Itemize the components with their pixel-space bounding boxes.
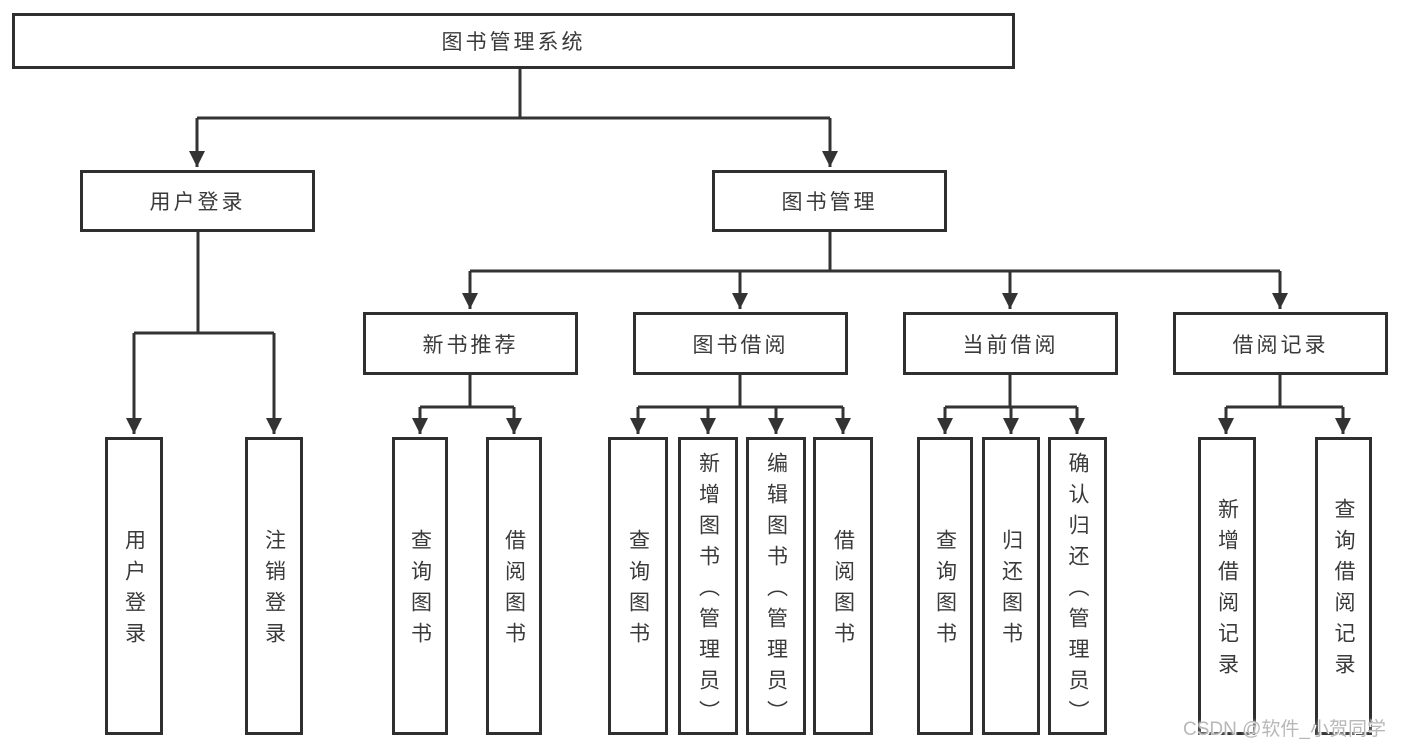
leaf-br-add-record: 新增借阅记录: [1198, 437, 1256, 735]
node-user-login: 用户登录: [80, 170, 315, 232]
leaf-bb-add-books-admin-label: 新增图书（管理员）: [696, 451, 720, 731]
leaf-cb-query-books-label: 查询图书: [933, 529, 957, 653]
node-book-management-label: 图书管理: [781, 191, 878, 214]
node-user-login-label: 用户登录: [149, 191, 246, 214]
leaf-br-add-record-label: 新增借阅记录: [1215, 498, 1239, 684]
leaf-nb-query-books-label: 查询图书: [408, 529, 432, 653]
node-book-management: 图书管理: [712, 170, 947, 232]
leaf-cb-query-books: 查询图书: [917, 437, 973, 735]
node-new-book-recommend-label: 新书推荐: [422, 333, 519, 357]
leaf-bb-query-books-label: 查询图书: [626, 529, 650, 653]
node-borrow-records: 借阅记录: [1173, 312, 1388, 375]
node-new-book-recommend: 新书推荐: [363, 312, 578, 375]
leaf-bb-borrow-books-label: 借阅图书: [831, 529, 855, 653]
leaf-cb-return-books: 归还图书: [982, 437, 1040, 735]
leaf-cb-confirm-return-admin-label: 确认归还（管理员）: [1066, 451, 1089, 731]
leaf-logout: 注销登录: [245, 437, 303, 735]
leaf-bb-query-books: 查询图书: [608, 437, 668, 735]
node-borrow-records-label: 借阅记录: [1232, 333, 1329, 357]
leaf-bb-edit-books-admin-label: 编辑图书（管理员）: [764, 451, 788, 731]
leaf-nb-borrow-books: 借阅图书: [486, 437, 542, 735]
leaf-br-query-record-label: 查询借阅记录: [1332, 498, 1355, 684]
leaf-bb-borrow-books: 借阅图书: [813, 437, 873, 735]
node-root-label: 图书管理系统: [441, 31, 586, 54]
leaf-cb-return-books-label: 归还图书: [999, 529, 1023, 653]
leaf-nb-borrow-books-label: 借阅图书: [502, 529, 526, 653]
node-book-borrow-label: 图书借阅: [692, 333, 789, 357]
leaf-bb-edit-books-admin: 编辑图书（管理员）: [746, 437, 806, 735]
leaf-nb-query-books: 查询图书: [392, 437, 448, 735]
leaf-br-query-record: 查询借阅记录: [1315, 437, 1372, 735]
leaf-user-login-label: 用户登录: [122, 529, 146, 653]
csdn-watermark: CSDN @软件_小贺同学: [1183, 719, 1386, 740]
leaf-logout-label: 注销登录: [262, 529, 286, 653]
node-current-borrow: 当前借阅: [903, 312, 1118, 375]
node-root: 图书管理系统: [12, 13, 1015, 69]
leaf-bb-add-books-admin: 新增图书（管理员）: [678, 437, 738, 735]
leaf-user-login: 用户登录: [105, 437, 163, 735]
node-current-borrow-label: 当前借阅: [962, 333, 1059, 357]
node-book-borrow: 图书借阅: [633, 312, 848, 375]
leaf-cb-confirm-return-admin: 确认归还（管理员）: [1048, 437, 1107, 735]
